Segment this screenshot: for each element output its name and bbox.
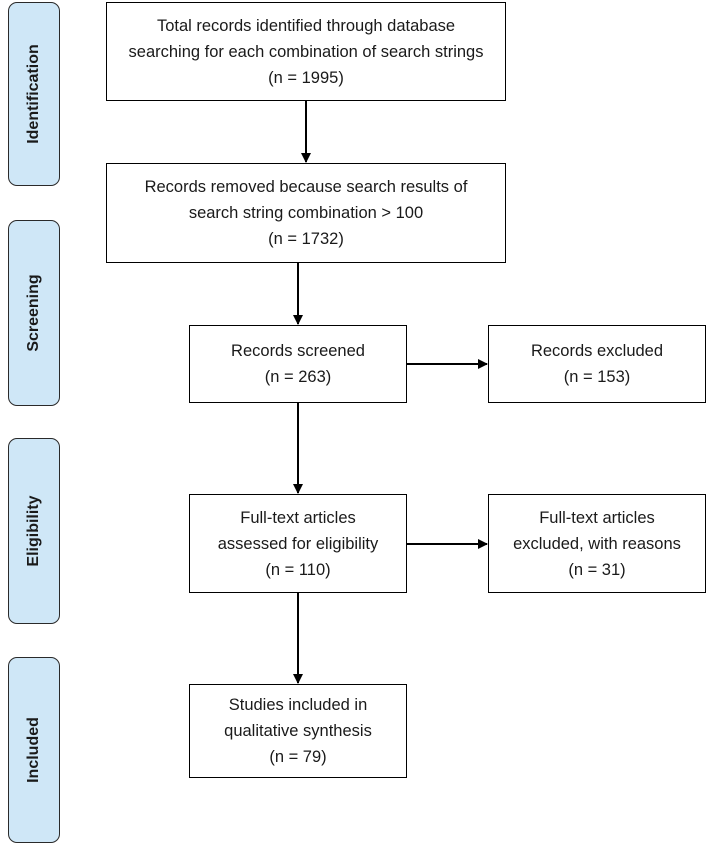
stage-eligibility: Eligibility [8, 438, 60, 624]
excluded-count: (n = 153) [563, 368, 631, 386]
box-records-screened: Records screened (n = 263) [189, 325, 407, 403]
box-fulltext-excluded: Full-text articles excluded, with reason… [488, 494, 706, 593]
removed-line2: search string combination > 100 [188, 204, 424, 222]
fulltext-line2: assessed for eligibility [217, 534, 379, 553]
fulltext-line1: Full-text articles [240, 508, 356, 527]
screened-line1: Records screened [231, 342, 365, 360]
identified-line1: Total records identified through databas… [156, 16, 456, 35]
box-fulltext-assessed: Full-text articles assessed for eligibil… [189, 494, 407, 593]
fulltext-count: (n = 110) [265, 560, 331, 579]
stage-included: Included [8, 657, 60, 843]
included-line2: qualitative synthesis [224, 722, 372, 740]
fulltext-excluded-line1: Full-text articles [539, 508, 655, 527]
included-line1: Studies included in [228, 696, 368, 714]
fulltext-excluded-count: (n = 31) [568, 560, 626, 579]
box-records-excluded: Records excluded (n = 153) [488, 325, 706, 403]
removed-line1: Records removed because search results o… [144, 178, 468, 196]
identified-count: (n = 1995) [268, 68, 344, 87]
box-studies-included: Studies included in qualitative synthesi… [189, 684, 407, 778]
excluded-line1: Records excluded [530, 342, 664, 360]
identified-line2: searching for each combination of search… [128, 42, 484, 61]
fulltext-excluded-line2: excluded, with reasons [513, 534, 681, 553]
included-count: (n = 79) [269, 748, 327, 766]
box-records-identified: Total records identified through databas… [106, 2, 506, 101]
screened-count: (n = 263) [264, 368, 332, 386]
box-records-removed: Records removed because search results o… [106, 163, 506, 263]
stage-identification: Identification [8, 2, 60, 186]
stage-screening: Screening [8, 220, 60, 406]
removed-count: (n = 1732) [268, 230, 344, 248]
